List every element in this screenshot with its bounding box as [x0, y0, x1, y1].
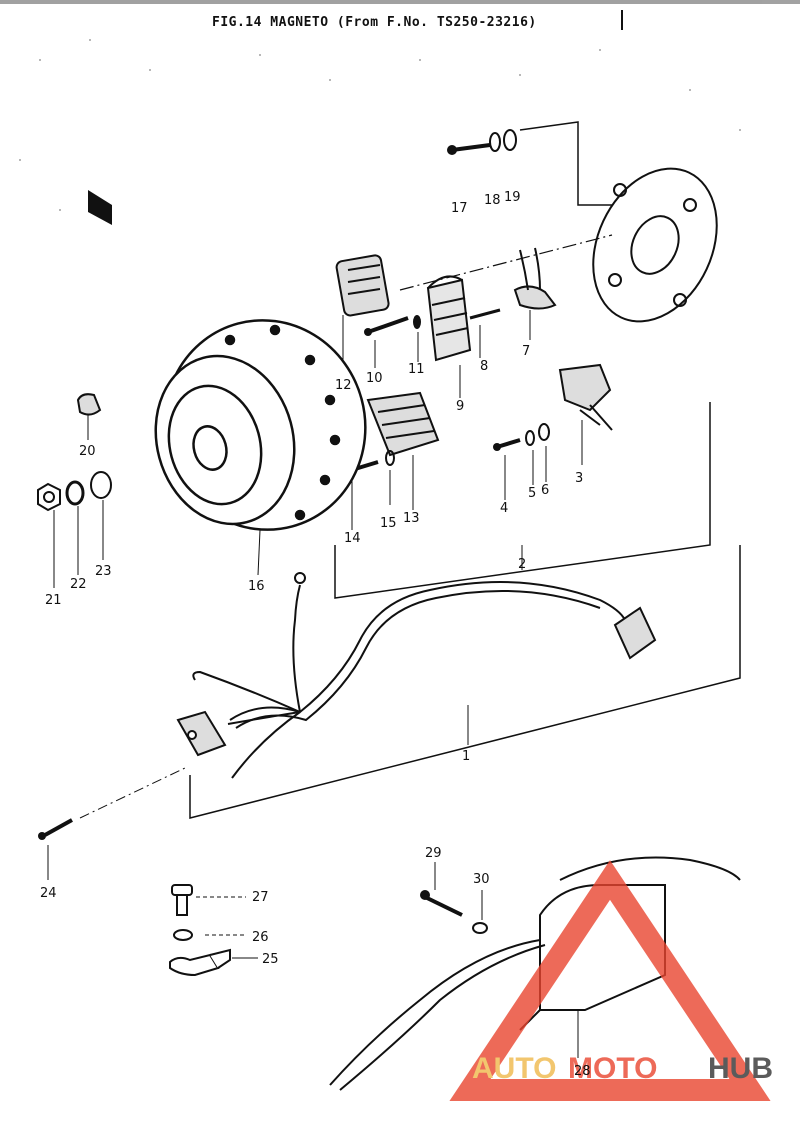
- washer-30: [472, 922, 488, 934]
- callout-14: 14: [344, 531, 361, 546]
- high-tension-lead: [329, 856, 741, 1091]
- callout-5: 5: [528, 486, 536, 501]
- callout-10: 10: [366, 371, 383, 386]
- washer-6: [538, 423, 550, 441]
- callout-16: 16: [248, 579, 265, 594]
- nut-21: [37, 482, 61, 512]
- contact-breaker-3: [558, 363, 613, 431]
- screw-10: [364, 316, 409, 336]
- screw-24: [38, 767, 186, 840]
- callout-28: 28: [574, 1064, 591, 1079]
- callout-4: 4: [500, 501, 508, 516]
- callout-22: 22: [70, 577, 87, 592]
- callout-1: 1: [462, 749, 470, 764]
- washer-19: [503, 129, 517, 151]
- washer-11: [413, 315, 421, 329]
- callout-2: 2: [518, 557, 526, 572]
- callout-23: 23: [95, 564, 112, 579]
- grommet: [176, 710, 227, 757]
- figure-title: FIG.14 MAGNETO (From F.No. TS250-23216): [212, 15, 537, 30]
- key-20: [76, 393, 102, 416]
- assembly-2-bracket: [334, 402, 711, 599]
- callout-18: 18: [484, 193, 501, 208]
- callout-17: 17: [451, 201, 468, 216]
- coil-12: [335, 254, 390, 317]
- watermark-triangle: [449, 860, 771, 1101]
- coil-13: [366, 391, 440, 457]
- callout-20: 20: [79, 444, 96, 459]
- callout-29: 29: [425, 846, 442, 861]
- washer-5: [525, 430, 535, 446]
- callout-25: 25: [262, 952, 279, 967]
- callout-15: 15: [380, 516, 397, 531]
- flywheel-rotor-16: [154, 319, 367, 531]
- callout-6: 6: [541, 483, 549, 498]
- screw-17: [447, 143, 491, 155]
- washer-15: [385, 450, 395, 466]
- callout-27: 27: [252, 890, 269, 905]
- screw-29: [420, 890, 463, 917]
- washer-26: [173, 929, 193, 941]
- callout-13: 13: [403, 511, 420, 526]
- callout-26: 26: [252, 930, 269, 945]
- callout-24: 24: [40, 886, 57, 901]
- harness-1-bracket: [189, 545, 741, 819]
- scan-noise: [0, 0, 800, 211]
- clamp-25: [169, 948, 231, 977]
- washer-22: [65, 480, 85, 506]
- callout-11: 11: [408, 362, 425, 377]
- callout-8: 8: [480, 359, 488, 374]
- stator-plate: [592, 167, 718, 323]
- callout-19: 19: [504, 190, 521, 205]
- washer-18: [489, 132, 501, 152]
- callout-3: 3: [575, 471, 583, 486]
- wiring-harness-1: [192, 572, 626, 779]
- callout-9: 9: [456, 399, 464, 414]
- callout-12: 12: [335, 378, 352, 393]
- screw-4: [493, 438, 521, 451]
- coil-8: [426, 275, 472, 362]
- callout-21: 21: [45, 593, 62, 608]
- watermark-hub: HUB: [708, 1052, 773, 1085]
- watermark-logo: AUTO MOTO HUB: [449, 860, 773, 1101]
- callout-30: 30: [473, 872, 490, 887]
- washer-23: [90, 471, 112, 499]
- watermark-moto: MOTO: [568, 1052, 657, 1085]
- direction-arrow-icon: [88, 190, 112, 225]
- connector: [613, 606, 657, 660]
- callout-7: 7: [522, 344, 530, 359]
- part-7: [513, 247, 557, 310]
- bolt-27: [171, 884, 193, 916]
- watermark-auto: AUTO: [472, 1052, 556, 1085]
